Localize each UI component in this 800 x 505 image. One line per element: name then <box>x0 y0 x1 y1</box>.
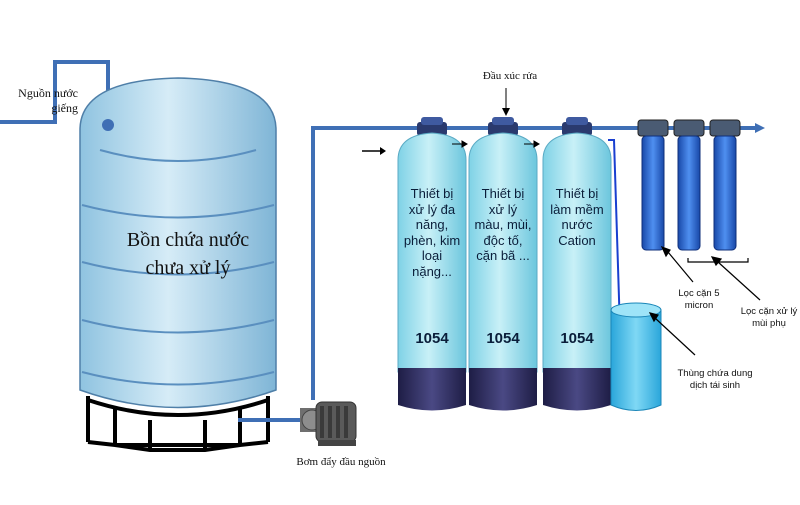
filter-column-3 <box>542 117 612 411</box>
well-source-label: Nguồn nước giếng <box>18 86 78 115</box>
backwash-arrow-icon <box>502 88 510 116</box>
column-arrow-icon <box>452 140 540 148</box>
column-3-description: Thiết bị làm mềm nước Cation <box>550 186 604 248</box>
tank-stand <box>86 396 270 452</box>
flow-arrow-icon <box>362 147 386 155</box>
callout-lines <box>648 245 761 356</box>
well-inlet-pipe <box>0 60 110 125</box>
filter-column-1 <box>397 117 467 411</box>
booster-pump <box>300 401 357 446</box>
column-3-model: 1054 <box>560 330 594 347</box>
cartridge-filter-2 <box>673 119 705 251</box>
filter-5micron-label: Lọc cặn 5 micron <box>678 288 720 311</box>
outlet-arrow-icon <box>755 123 765 133</box>
column-2-description: Thiết bị xử lý màu, mùi, độc tố, cặn bã … <box>474 186 532 263</box>
cartridge-filter-1 <box>637 119 669 251</box>
filter-odor-label: Lọc cặn xử lý mùi phụ <box>740 306 798 329</box>
cartridge-filter-3 <box>709 119 741 251</box>
column-1-model: 1054 <box>415 330 449 347</box>
backwash-head-label: Đầu xúc rửa <box>482 70 538 82</box>
column-2-model: 1054 <box>486 330 520 347</box>
filter-column-2 <box>468 117 538 411</box>
brine-tank-label: Thùng chứa dung dịch tái sinh <box>677 368 753 391</box>
pump-label: Bơm đẩy đầu nguồn <box>296 456 386 468</box>
tank-label: Bồn chứa nước chưa xử lý <box>126 229 250 279</box>
brine-tank <box>610 302 662 411</box>
brine-line <box>608 139 621 331</box>
raw-water-tank <box>79 77 277 409</box>
column-1-description: Thiết bị xử lý đa năng, phèn, kim loại n… <box>403 186 461 279</box>
